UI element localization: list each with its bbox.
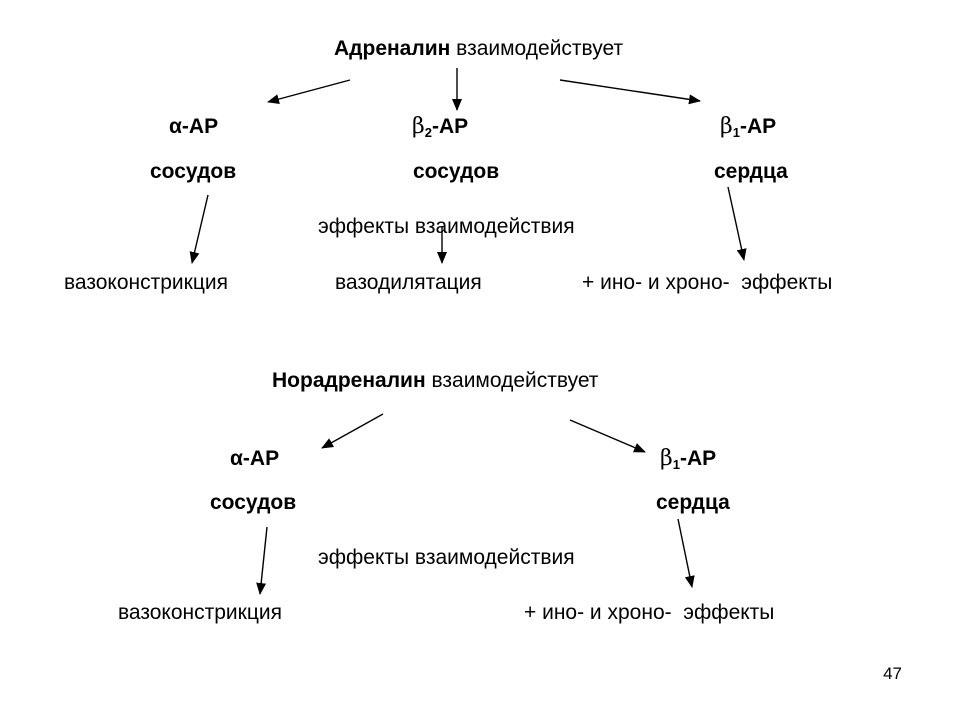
adrenaline-title-bold: Адреналин [334,37,451,60]
arrow-beta1-to-effects-2 [677,518,695,588]
receptor-suffix: -АР [181,115,219,138]
adrenaline-effect-inotropic: + ино- и хроно- эффекты [582,271,833,294]
noradrenaline-effect-vasoconstriction: вазоконстрикция [118,601,282,624]
arrow-noradrenaline-to-alpha [321,413,384,449]
receptor-subscript: 1 [672,457,680,472]
adrenaline-receptor-beta2: β2-АР [412,114,468,146]
adrenaline-receptor-alpha: α-АР [169,114,218,140]
noradrenaline-title-rest: взаимодействует [425,369,599,392]
receptor-subscript: 1 [732,125,740,140]
adrenaline-title-rest: взаимодействует [450,37,624,60]
greek-letter: β [412,114,425,139]
noradrenaline-title: Норадреналин взаимодействует [272,368,598,394]
receptor-suffix: -АР [242,447,280,470]
receptor-suffix: -АР [679,447,717,470]
greek-letter: β [720,114,733,139]
adrenaline-tissue-beta2: сосудов [413,160,500,183]
adrenaline-tissue-alpha: сосудов [150,160,237,183]
greek-letter: β [660,446,673,471]
noradrenaline-effect-inotropic: + ино- и хроно- эффекты [524,601,775,624]
adrenaline-receptor-beta1: β1-АР [720,114,776,146]
adrenaline-effect-vasoconstriction: вазоконстрикция [64,271,228,294]
noradrenaline-tissue-alpha: сосудов [210,491,297,514]
noradrenaline-receptor-beta1: β1-АР [660,446,716,478]
noradrenaline-tissue-beta1: сердца [656,491,730,514]
arrow-adrenaline-to-alpha [267,79,351,104]
noradrenaline-title-bold: Норадреналин [272,369,426,392]
noradrenaline-receptor-alpha: α-АР [230,446,279,472]
receptor-suffix: -АР [431,115,469,138]
arrow-alpha-to-vasoconstriction [189,194,209,264]
arrow-beta1-to-effects [727,186,747,261]
adrenaline-effects-heading: эффекты взаимодействия [318,215,575,238]
noradrenaline-effects-heading: эффекты взаимодействия [318,546,575,569]
arrow-adrenaline-to-beta1 [559,79,701,105]
adrenaline-tissue-beta1: сердца [714,160,788,183]
greek-letter: α [169,115,182,138]
greek-letter: α [230,447,243,470]
adrenaline-effect-vasodilation: вазодилятация [335,271,482,294]
page-number: 47 [883,664,902,683]
arrow-alpha-to-vasoconstriction-2 [256,526,268,595]
receptor-subscript: 2 [424,125,432,140]
arrow-noradrenaline-to-beta1 [569,419,646,453]
adrenaline-title: Адреналин взаимодействует [334,36,623,62]
receptor-suffix: -АР [739,115,777,138]
